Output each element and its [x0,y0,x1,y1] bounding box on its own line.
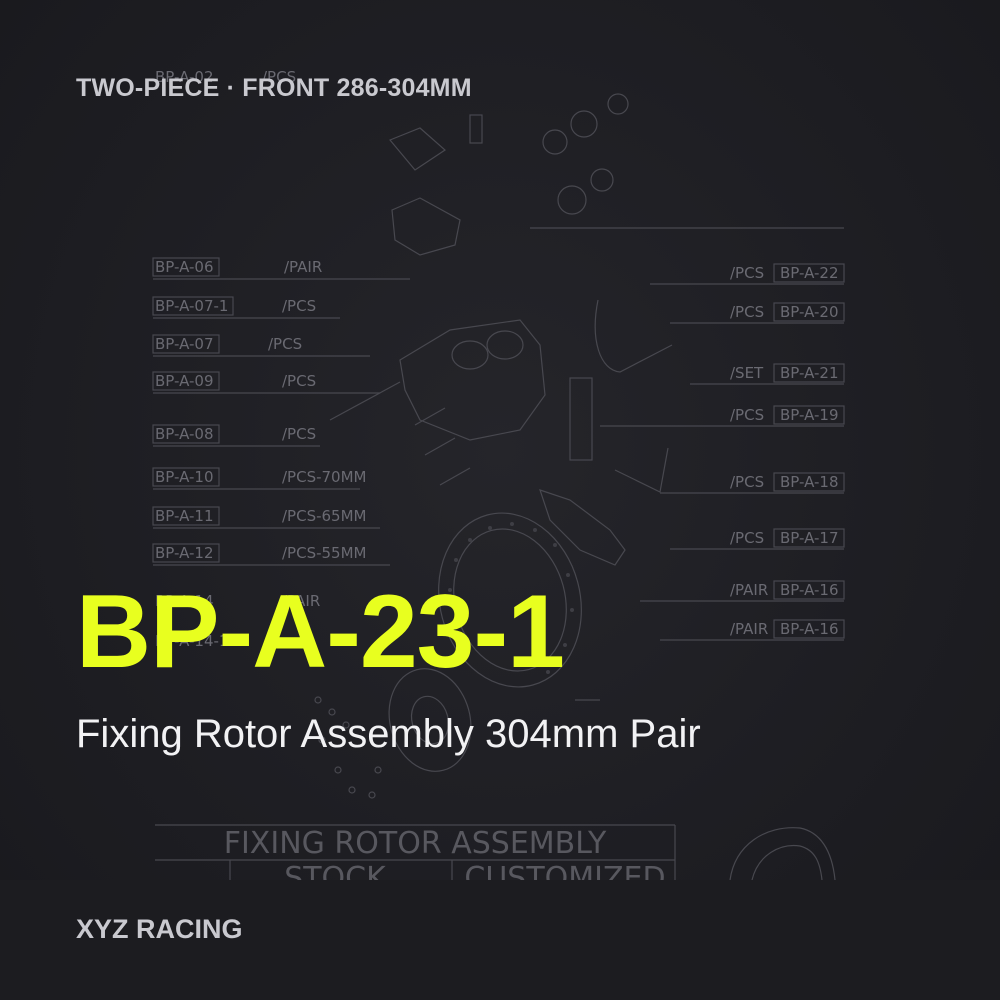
assembly-table: FIXING ROTOR ASSEMBLY STOCK CUSTOMIZED [155,824,676,896]
product-category-label: TWO-PIECE · FRONT 286-304MM [76,74,472,102]
callout-code: BP-A-21 [780,364,839,382]
callout-code: BP-A-10 [155,468,214,486]
callout-box [773,619,845,639]
callout-code: BP-A-18 [780,473,839,491]
callout-qty: /PCS [730,303,764,321]
callout-code: BP-A-14 [155,592,214,610]
callout-qty: /PCS [282,297,316,315]
callout-box [152,506,220,526]
callout-box [152,424,220,444]
callout-box [152,296,234,316]
callout-box [152,467,220,487]
callout-qty: /PAIR [284,258,322,276]
callout-code: BP-A-12 [155,544,214,562]
callout-code: BP-A-16 [780,620,839,638]
callout-code: BP-A-09 [155,372,214,390]
callout-box [773,472,845,492]
callout-code: BP-A-07-1 [155,297,228,315]
callout-code: BP-A-11 [155,507,214,525]
callout-code: BP-A-07 [155,335,214,353]
callout-code: BP-A-20 [780,303,839,321]
callout-box [773,405,845,425]
rotor-thumbnail [729,827,836,881]
callout-box [773,302,845,322]
callout-qty: /PAIR [282,592,320,610]
callout-code: BP-A-19 [780,406,839,424]
callout-qty: /PCS [730,529,764,547]
callout-box [152,257,220,277]
callout-qty: /PCS [730,264,764,282]
callout-box [152,543,220,563]
callout-box [152,334,220,354]
callout-qty: /PCS [730,473,764,491]
callout-code: BP-A-08 [155,425,214,443]
callout-code: BP-A-02 [155,68,214,86]
part-number: BP-A-23-1 [76,574,565,690]
callout-qty: /PAIR [730,620,768,638]
callout-box [152,371,220,391]
callout-code: BP-A-22 [780,264,839,282]
callout-qty: /PCS-70MM [282,468,366,486]
product-description: Fixing Rotor Assembly 304mm Pair [76,712,701,756]
callout-code: BP-A-14-1 [155,632,228,650]
callout-code: BP-A-16 [780,581,839,599]
callout-qty: /SET [730,364,764,382]
callout-box [773,363,845,383]
right-callouts: /PCS BP-A-22 /PCS BP-A-20 /SET BP-A-21 /… [730,264,839,638]
callout-qty: /PCS [262,68,296,86]
callout-box [773,528,845,548]
callout-qty: /PCS [282,425,316,443]
callout-code: BP-A-17 [780,529,839,547]
callout-qty: /PCS [730,406,764,424]
left-callouts: BP-A-02 /PCS BP-A-06 /PAIR BP-A-07-1 /PC… [155,68,366,650]
callout-qty: /PCS [282,372,316,390]
callout-box [773,580,845,600]
callout-qty: /PCS [268,335,302,353]
callout-box [773,263,845,283]
callout-qty: /PCS-55MM [282,544,366,562]
callout-qty: /PAIR [730,581,768,599]
brand-name: XYZ RACING [76,914,243,944]
table-title: FIXING ROTOR ASSEMBLY [224,826,607,861]
callout-code: BP-A-06 [155,258,214,276]
callout-qty: /PCS-65MM [282,507,366,525]
